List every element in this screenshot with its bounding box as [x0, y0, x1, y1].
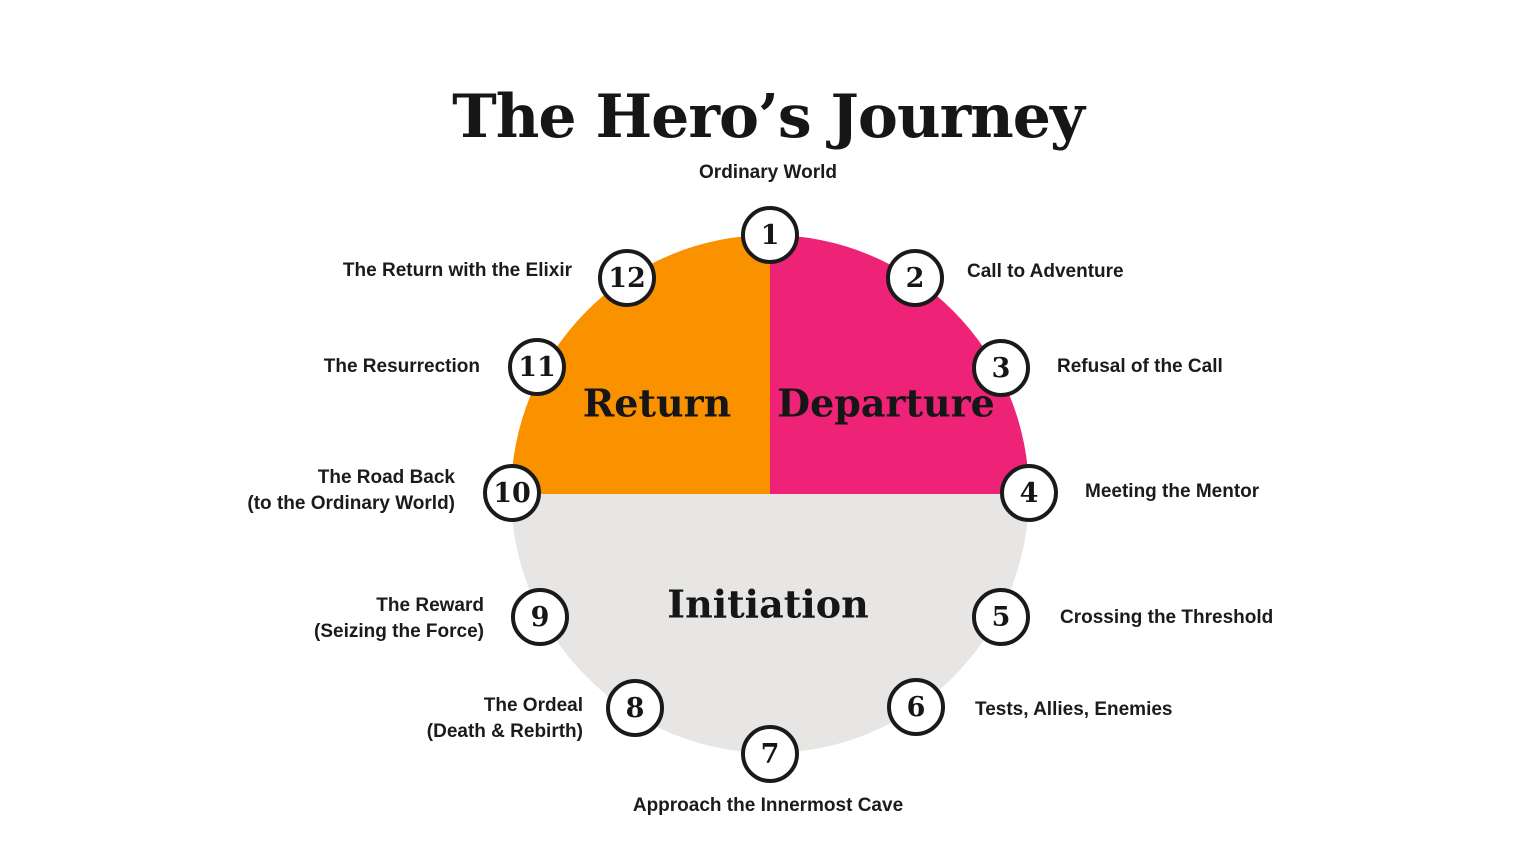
stage-node-1: 1 [741, 206, 799, 264]
stage-node-4: 4 [1000, 464, 1058, 522]
section-label-return: Return [582, 380, 732, 426]
stage-label-approach-the-innermost-cave: Approach the Innermost Cave [632, 795, 904, 816]
stage-label-call-to-adventure: Call to Adventure [967, 261, 1124, 282]
stage-node-5: 5 [972, 588, 1030, 646]
stage-number-10: 10 [493, 477, 531, 509]
section-label-initiation: Initiation [667, 581, 869, 627]
stage-label-meeting-the-mentor: Meeting the Mentor [1085, 481, 1260, 502]
stage-number-9: 9 [530, 601, 550, 633]
stage-node-11: 11 [508, 338, 566, 396]
stage-label-the-road-back: The Road Back(to the Ordinary World) [247, 467, 455, 514]
stage-node-2: 2 [886, 249, 944, 307]
stage-number-1: 1 [760, 219, 780, 251]
stage-number-11: 11 [518, 351, 556, 383]
stage-number-12: 12 [608, 262, 646, 294]
stage-label-the-return-with-the-elixir: The Return with the Elixir [342, 260, 572, 281]
stage-number-5: 5 [991, 601, 1011, 633]
stage-node-6: 6 [887, 678, 945, 736]
stage-number-2: 2 [905, 262, 925, 294]
stage-label-the-ordeal: The Ordeal(Death & Rebirth) [426, 695, 583, 742]
stage-label-ordinary-world: Ordinary World [699, 162, 837, 183]
stage-label-the-reward: The Reward(Seizing the Force) [314, 595, 484, 642]
stage-number-3: 3 [991, 352, 1011, 384]
stage-node-7: 7 [741, 725, 799, 783]
stage-number-7: 7 [760, 738, 780, 770]
stage-label-tests-allies-enemies: Tests, Allies, Enemies [975, 699, 1173, 720]
stage-label-the-resurrection: The Resurrection [323, 356, 480, 377]
stage-number-6: 6 [906, 691, 926, 723]
stage-label-refusal-of-the-call: Refusal of the Call [1057, 356, 1223, 377]
stage-node-9: 9 [511, 588, 569, 646]
journey-circle [511, 235, 1029, 753]
stage-node-3: 3 [972, 339, 1030, 397]
stage-node-8: 8 [606, 679, 664, 737]
stage-label-crossing-the-threshold: Crossing the Threshold [1060, 607, 1274, 628]
page-title: The Hero’s Journey [452, 82, 1085, 153]
stage-number-8: 8 [625, 692, 645, 724]
stage-number-4: 4 [1019, 477, 1039, 509]
stage-node-12: 12 [598, 249, 656, 307]
section-label-departure: Departure [777, 380, 995, 426]
stage-node-10: 10 [483, 464, 541, 522]
